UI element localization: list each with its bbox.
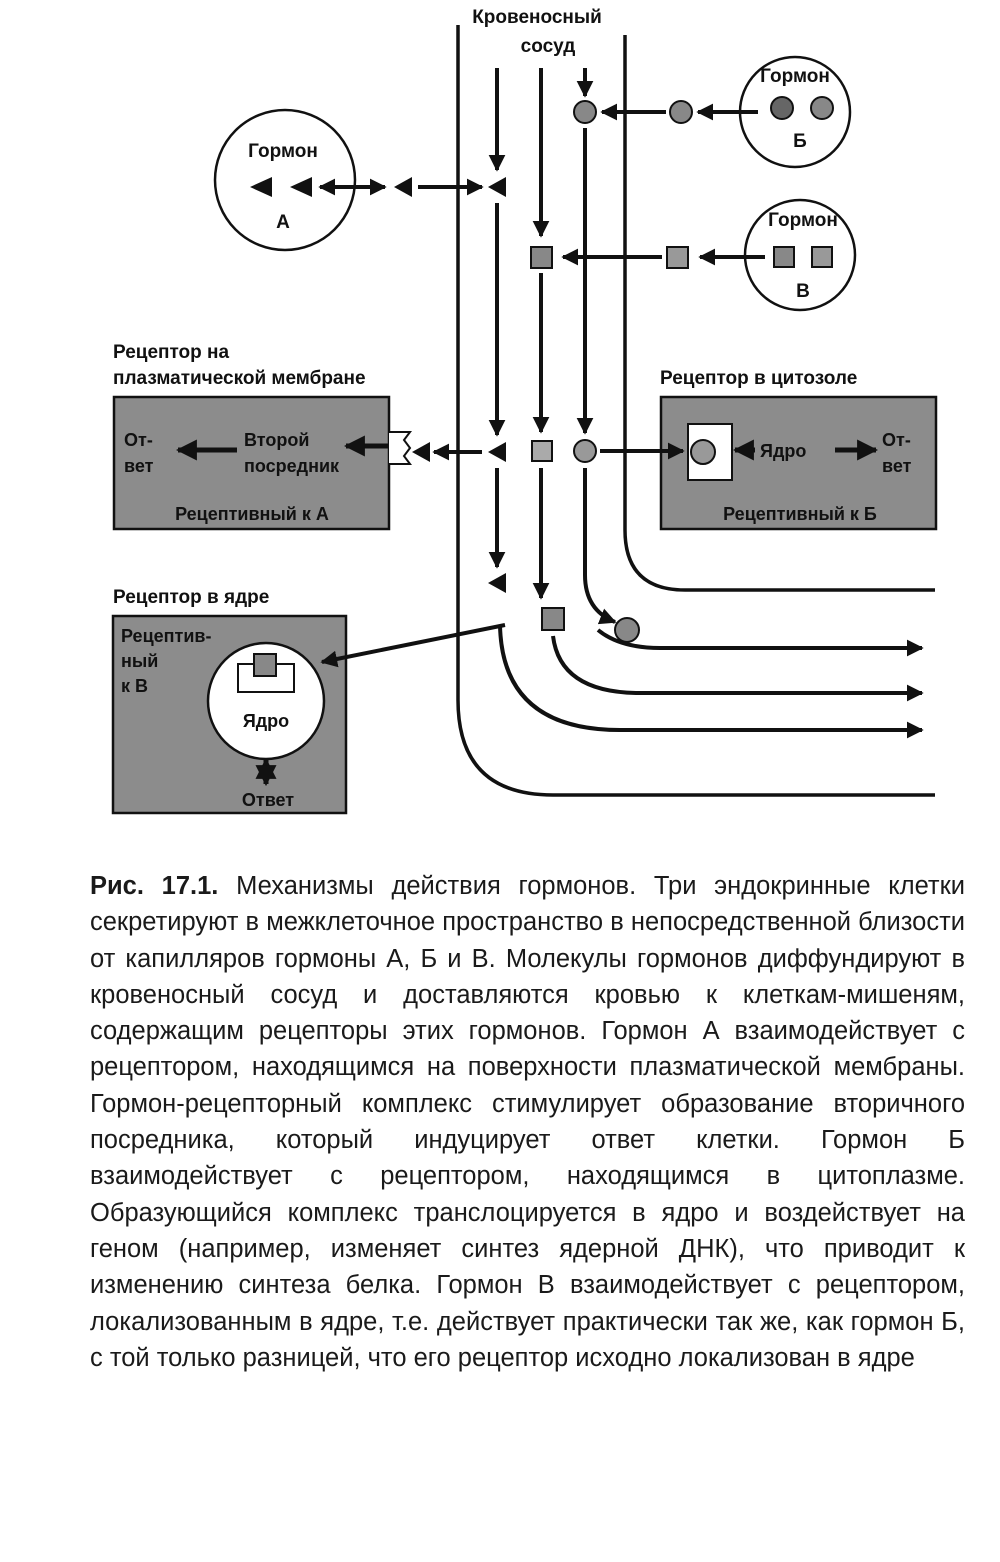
blood-vessel	[456, 25, 935, 797]
gland-b-letter: Б	[793, 131, 807, 152]
hormone-a-molecule	[488, 442, 506, 462]
hormone-a-molecule	[250, 177, 272, 197]
flow-out-2	[551, 635, 924, 702]
gland-b-title: Гормон	[760, 66, 830, 87]
membrane-receptor-footer: Рецептивный к А	[175, 504, 329, 524]
flow-out-1	[596, 628, 924, 657]
receptive-v-line1: Рецептив-	[121, 626, 211, 646]
hormone-b-bound	[690, 439, 716, 465]
nucleus-label: Ядро	[243, 711, 289, 731]
gland-hormone-v: Гормон В	[743, 198, 857, 312]
hormone-v-entry-arrow	[320, 623, 506, 668]
cytosol-response-line2: вет	[882, 456, 912, 476]
membrane-receptor-cell	[112, 395, 391, 531]
membrane-receptor-box: От- вет Второй посредник Рецептивный к А	[112, 395, 391, 531]
cytosol-receptor-label: Рецептор в цитозоле	[660, 368, 857, 389]
hormone-a-molecule	[488, 177, 506, 197]
vessel-label-line2: сосуд	[521, 36, 576, 57]
nuclear-response-label: Ответ	[242, 790, 294, 810]
vessel-wall-left	[456, 25, 935, 797]
blood-flow	[488, 68, 924, 739]
flow-out-3	[498, 624, 924, 739]
hormone-a-molecule	[488, 573, 506, 593]
receptive-v-line2: ный	[121, 651, 158, 671]
cytosol-receptor-footer: Рецептивный к Б	[723, 504, 877, 524]
hormone-a-bound	[412, 442, 430, 462]
cytosol-response-line1: От-	[882, 430, 911, 450]
figure-number: Рис. 17.1.	[90, 872, 219, 900]
hormone-b-molecule	[669, 100, 693, 124]
hormone-v-molecule	[666, 246, 689, 269]
hormone-b-molecule	[573, 439, 597, 463]
hormone-b-molecule	[573, 100, 597, 124]
hormone-v-molecule	[530, 246, 553, 269]
membrane-receptor-label-line2: плазматической мембране	[113, 368, 366, 389]
flow-arrow-b-low	[583, 468, 617, 625]
second-messenger-line1: Второй	[244, 430, 309, 450]
receptive-v-line3: к В	[121, 676, 148, 696]
cytosol-nucleus-label: Ядро	[760, 441, 806, 461]
hormone-b-molecule	[770, 96, 794, 120]
figure-caption: Рис. 17.1. Механизмы действия гормонов. …	[90, 868, 965, 1376]
membrane-receptor-label-line1: Рецептор на	[113, 342, 230, 363]
hormone-v-molecule	[531, 440, 553, 462]
hormone-v-bound	[253, 653, 277, 677]
nuclear-receptor-label: Рецептор в ядре	[113, 587, 269, 608]
membrane-response-line1: От-	[124, 430, 153, 450]
hormone-mechanism-diagram: Кровеносный сосуд Гормон А Гормон Б	[111, 7, 938, 815]
membrane-receptor-site	[389, 431, 412, 465]
vessel-wall-right	[623, 35, 935, 592]
cytosol-receptor-box: Ядро От- вет Рецептивный к Б	[659, 395, 938, 531]
hormone-a-molecule	[394, 177, 412, 197]
second-messenger-line2: посредник	[244, 456, 340, 476]
hormone-b-molecule	[810, 96, 834, 120]
gland-v-title: Гормон	[768, 210, 838, 231]
caption-text: Механизмы действия гормонов. Три эндокри…	[90, 872, 965, 1372]
gland-a-title: Гормон	[248, 141, 318, 162]
membrane-response-line2: вет	[124, 456, 154, 476]
hormone-b-molecule	[614, 617, 640, 643]
hormone-v-molecule	[811, 246, 833, 268]
gland-hormone-a: Гормон А	[213, 108, 357, 252]
hormone-v-molecule	[773, 246, 795, 268]
nuclear-receptor-box: Рецептив- ный к В Ядро Ответ	[111, 614, 348, 815]
vessel-label-line1: Кровеносный	[472, 7, 602, 28]
hormone-a-molecule	[290, 177, 312, 197]
gland-a-letter: А	[276, 212, 290, 233]
gland-v-letter: В	[796, 281, 810, 302]
hormone-v-molecule	[541, 607, 565, 631]
